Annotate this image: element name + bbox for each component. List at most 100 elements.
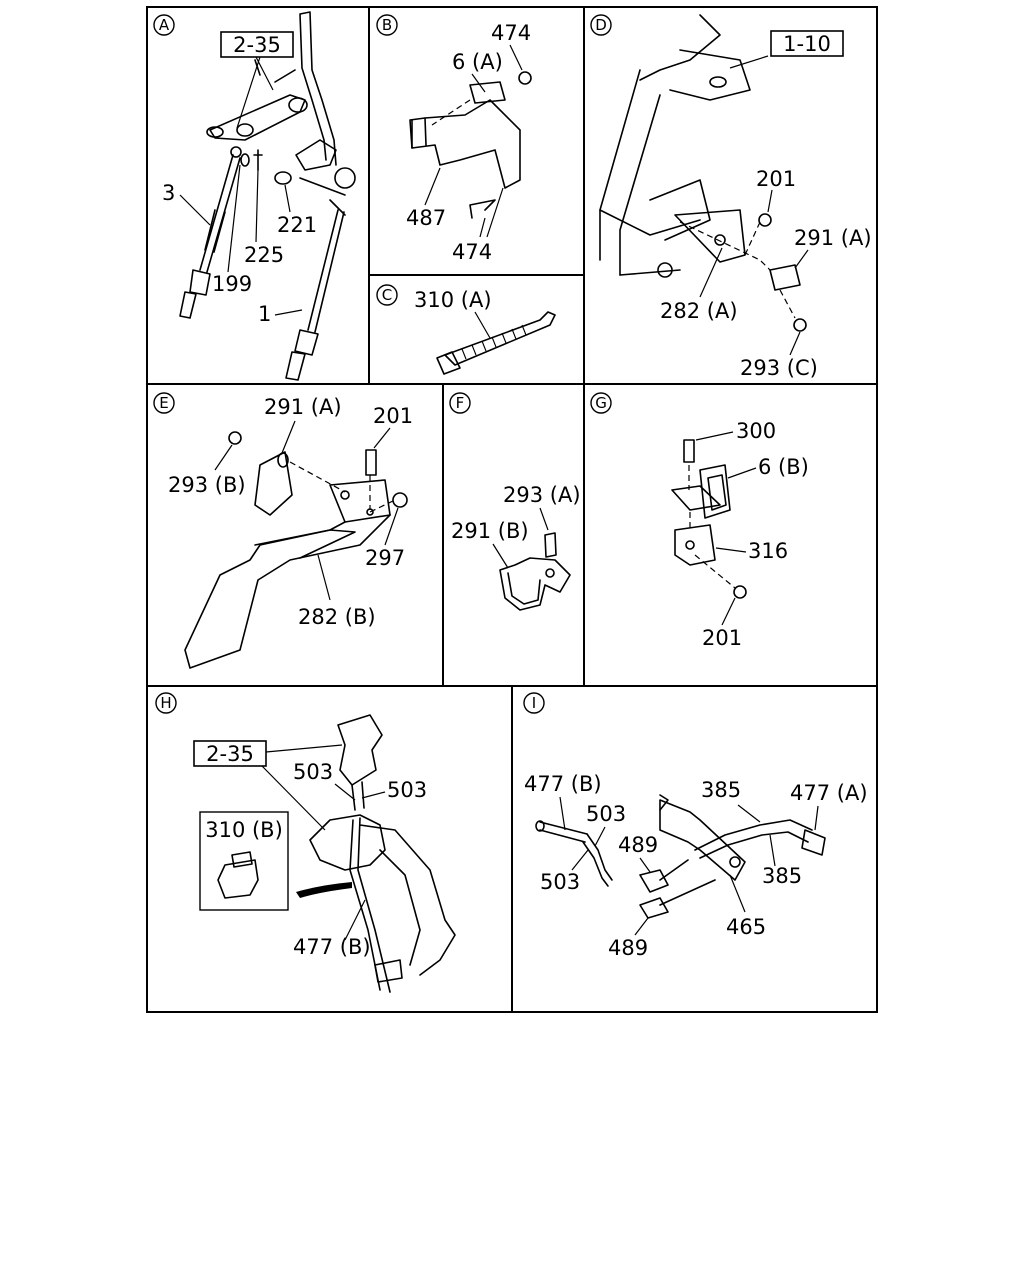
svg-text:D: D (595, 16, 607, 34)
panel-h-id-marker: H (155, 692, 177, 714)
bracket-487-drawing (409, 71, 532, 219)
svg-text:2-35: 2-35 (233, 33, 281, 57)
panel-d-id-marker: D (590, 14, 612, 36)
svg-text:1-10: 1-10 (783, 32, 831, 56)
svg-text:G: G (595, 394, 607, 412)
svg-text:201: 201 (756, 167, 796, 191)
svg-text:291 (A): 291 (A) (794, 226, 872, 250)
svg-text:221: 221 (277, 213, 317, 237)
svg-text:474: 474 (452, 240, 492, 264)
panel-d-callout-labels: 201 291 (A) 282 (A) 293 (C) (660, 167, 872, 380)
svg-text:297: 297 (365, 546, 405, 570)
panel-f-leader-lines (492, 507, 549, 569)
panel-f-id-marker: F (449, 392, 471, 414)
panel-d: D 1-10 201 291 (A) 282 (A) 293 (C) (590, 14, 872, 380)
panel-a-id-marker: A (153, 14, 175, 36)
svg-text:225: 225 (244, 243, 284, 267)
svg-text:1: 1 (258, 302, 271, 326)
svg-text:385: 385 (701, 778, 741, 802)
panel-i-callout-labels: 477 (B) 503 385 477 (A) 489 503 385 465 … (524, 772, 868, 960)
cable-tie-310a-drawing (436, 311, 556, 375)
svg-text:282 (A): 282 (A) (660, 299, 738, 323)
svg-text:291 (A): 291 (A) (264, 395, 342, 419)
svg-text:503: 503 (293, 760, 333, 784)
panel-g-id-marker: G (590, 392, 612, 414)
svg-text:199: 199 (212, 272, 252, 296)
panel-d-reference-box: 1-10 (770, 30, 844, 57)
panel-d-leader-lines (699, 55, 809, 356)
svg-text:F: F (456, 394, 465, 412)
svg-text:477 (B): 477 (B) (524, 772, 602, 796)
clip-291b-drawing (499, 532, 571, 611)
svg-text:300: 300 (736, 419, 776, 443)
svg-text:489: 489 (618, 833, 658, 857)
svg-text:474: 474 (491, 21, 531, 45)
svg-text:489: 489 (608, 936, 648, 960)
svg-text:310 (B): 310 (B) (205, 818, 283, 842)
svg-text:293 (A): 293 (A) (503, 483, 581, 507)
svg-text:201: 201 (373, 404, 413, 428)
panel-f: F 293 (A) 291 (B) (449, 392, 581, 611)
panel-i-leader-lines (559, 796, 819, 936)
svg-text:385: 385 (762, 864, 802, 888)
svg-text:282 (B): 282 (B) (298, 605, 376, 629)
svg-text:C: C (382, 286, 392, 304)
bracket-282b-drawing (184, 431, 408, 669)
panel-a: A 2-35 (153, 11, 356, 381)
svg-text:3: 3 (162, 181, 175, 205)
svg-text:477 (A): 477 (A) (790, 781, 868, 805)
svg-text:6 (B): 6 (B) (758, 455, 809, 479)
panel-c: C 310 (A) (376, 284, 556, 375)
svg-text:E: E (159, 394, 168, 412)
panel-b-leader-lines (424, 44, 523, 238)
svg-text:503: 503 (586, 802, 626, 826)
shift-control-assembly-drawing (179, 11, 356, 381)
svg-text:465: 465 (726, 915, 766, 939)
panel-g: G 300 6 (B) 316 201 (590, 392, 809, 650)
svg-text:291 (B): 291 (B) (451, 519, 529, 543)
svg-text:A: A (159, 16, 170, 34)
svg-text:201: 201 (702, 626, 742, 650)
panel-e: E 291 (A) 201 293 (B) 297 282 (B) (153, 392, 413, 669)
svg-text:293 (C): 293 (C) (740, 356, 818, 380)
panel-e-callout-labels: 291 (A) 201 293 (B) 297 282 (B) (168, 395, 413, 629)
panel-h-reference-box: 2-35 (193, 740, 267, 767)
panel-a-callout-labels: 3 199 225 221 1 (162, 181, 317, 326)
panel-b: B 474 6 (A) 487 474 (376, 14, 532, 264)
svg-text:2-35: 2-35 (206, 742, 254, 766)
panel-f-callout-labels: 293 (A) 291 (B) (451, 483, 581, 543)
svg-text:503: 503 (387, 778, 427, 802)
svg-text:6 (A): 6 (A) (452, 50, 503, 74)
panel-c-label-310a: 310 (A) (414, 288, 492, 312)
panel-h: H 2-35 310 (B) 503 503 477 (B) (155, 692, 456, 993)
panel-b-callout-labels: 474 6 (A) 487 474 (406, 21, 531, 264)
panel-h-inset-box: 310 (B) (199, 811, 289, 911)
panel-e-id-marker: E (153, 392, 175, 414)
panel-i-id-marker: I (523, 692, 545, 714)
panel-c-id-marker: C (376, 284, 398, 306)
panel-g-callout-labels: 300 6 (B) 316 201 (702, 419, 809, 650)
frame-and-bracket-drawing (599, 14, 807, 332)
panel-c-leader (474, 311, 491, 339)
svg-text:316: 316 (748, 539, 788, 563)
panel-i: I 477 (B) 503 385 477 (A) 489 503 385 46… (523, 692, 868, 960)
svg-text:H: H (160, 694, 171, 712)
panel-g-leader-lines (695, 431, 757, 626)
svg-text:I: I (532, 694, 536, 712)
diagram-frame (146, 6, 878, 1013)
svg-text:B: B (382, 16, 392, 34)
shift-lever-knob-drawing (296, 714, 456, 993)
panel-a-reference-box: 2-35 (220, 31, 294, 58)
bracket-316-drawing (671, 439, 747, 599)
svg-text:487: 487 (406, 206, 446, 230)
svg-text:293 (B): 293 (B) (168, 473, 246, 497)
svg-text:477 (B): 477 (B) (293, 935, 371, 959)
panel-e-leader-lines (214, 420, 399, 601)
panel-b-id-marker: B (376, 14, 398, 36)
hose-and-bracket-drawing (535, 794, 826, 919)
panel-h-callout-labels: 503 503 477 (B) (293, 760, 427, 959)
panel-a-leader-lines (179, 56, 303, 316)
svg-text:503: 503 (540, 870, 580, 894)
panel-h-leader-lines (261, 744, 386, 941)
